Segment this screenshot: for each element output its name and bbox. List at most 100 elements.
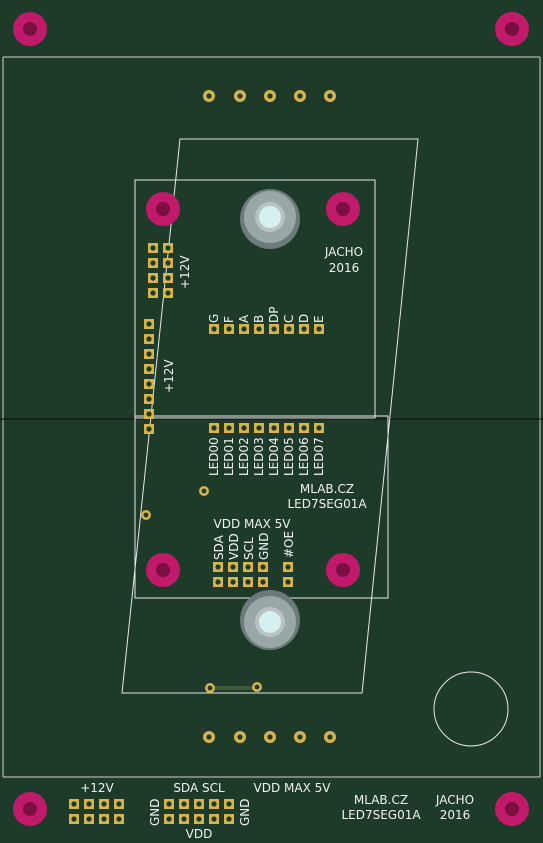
header-left-pin [144,364,154,374]
bottom-gnd-left: GND [148,798,162,826]
led-label: LED07 [312,437,326,476]
header-left-column [144,319,154,434]
header-left-pin [144,319,154,329]
header-power-pin [163,243,173,253]
header-oe [283,562,293,587]
header-bottom-bus [164,799,234,824]
header-left-pin [144,394,154,404]
header-i2c [213,562,268,587]
upper-year: 2016 [329,261,360,275]
bottom-bus-pin [194,799,204,809]
module-outline-upper [134,179,376,419]
led-pin [299,423,309,433]
led-pin [224,423,234,433]
i2c-label: SDA [212,534,226,560]
bottom-component [205,682,262,693]
bottom-part-number: LED7SEG01A [341,808,421,822]
upper-brand: MLAB.CZ [300,482,354,496]
mounting-hole-module-bl [146,553,180,587]
segment-label: G [207,314,221,323]
header-left-pin [144,409,154,419]
i2c-label: GND [257,532,271,560]
pad-bottom [264,731,276,743]
oe-label: #OE [282,531,296,558]
i2c-label: SCL [242,537,256,560]
pad-top [294,90,306,102]
segment-pin [299,324,309,334]
header-bottom-power [69,799,124,824]
segment-pin [269,324,279,334]
mounting-hole-module-tr [326,192,360,226]
i2c-pin [213,562,223,572]
header-left-pin [144,334,154,344]
bottom-power-pin [99,799,109,809]
bottom-bus-pin [209,814,219,824]
led-pin [209,423,219,433]
header-power-pin [163,273,173,283]
segment-pin [209,324,219,334]
bottom-vdd-label: VDD [186,827,213,841]
header-power-pin [148,273,158,283]
mounting-hole-corner-tr [495,12,529,46]
pad-top [324,90,336,102]
upper-vdd-note: VDD MAX 5V [214,517,292,531]
header-left-pin [144,379,154,389]
upper-part-number: LED7SEG01A [287,497,367,511]
led-pin [269,423,279,433]
led-pin [284,423,294,433]
pad-top [234,90,246,102]
segment-label: F [222,316,236,323]
led-label: LED00 [207,437,221,476]
bottom-power-pin [84,814,94,824]
standoff-bottom [240,590,300,650]
pads-top-row [203,90,336,102]
bottom-power-pin [69,814,79,824]
header-power-pin [163,288,173,298]
header-left-pin [144,424,154,434]
segment-label: C [282,315,296,323]
bottom-power-pin [114,799,124,809]
bottom-year: 2016 [440,808,471,822]
pad-bottom [294,731,306,743]
bottom-power-pin [99,814,109,824]
outline-circle [433,671,509,747]
led-pin [254,423,264,433]
bottom-bus-pin [194,814,204,824]
segment-label: D [297,314,311,323]
mounting-hole-module-tl [146,192,180,226]
oe-pin [283,577,293,587]
pads-bottom-row [203,731,336,743]
led-label: LED06 [297,437,311,476]
segment-label: DP [267,307,281,323]
segment-pin [239,324,249,334]
i2c-pin [243,562,253,572]
via-left [141,510,151,520]
bottom-gnd-right: GND [238,798,252,826]
i2c-pin [258,577,268,587]
bottom-bus-pin [224,799,234,809]
mounting-hole-corner-br [495,792,529,826]
led-label: LED05 [282,437,296,476]
bottom-power-pin [84,799,94,809]
standoff-top [240,189,300,249]
mounting-hole-corner-tl [13,12,47,46]
display-outline [121,138,419,694]
header-power-pin [163,258,173,268]
bottom-bus-pin [179,814,189,824]
segment-pin [314,324,324,334]
pad-top [264,90,276,102]
pad-bottom [234,731,246,743]
led-label: LED03 [252,437,266,476]
segment-pin [254,324,264,334]
bottom-vdd-note: VDD MAX 5V [254,781,332,795]
segment-pin [224,324,234,334]
bottom-power-pin [114,814,124,824]
header-power-pin [148,243,158,253]
oe-pin [283,562,293,572]
led-label: LED02 [237,437,251,476]
pad-top [203,90,215,102]
